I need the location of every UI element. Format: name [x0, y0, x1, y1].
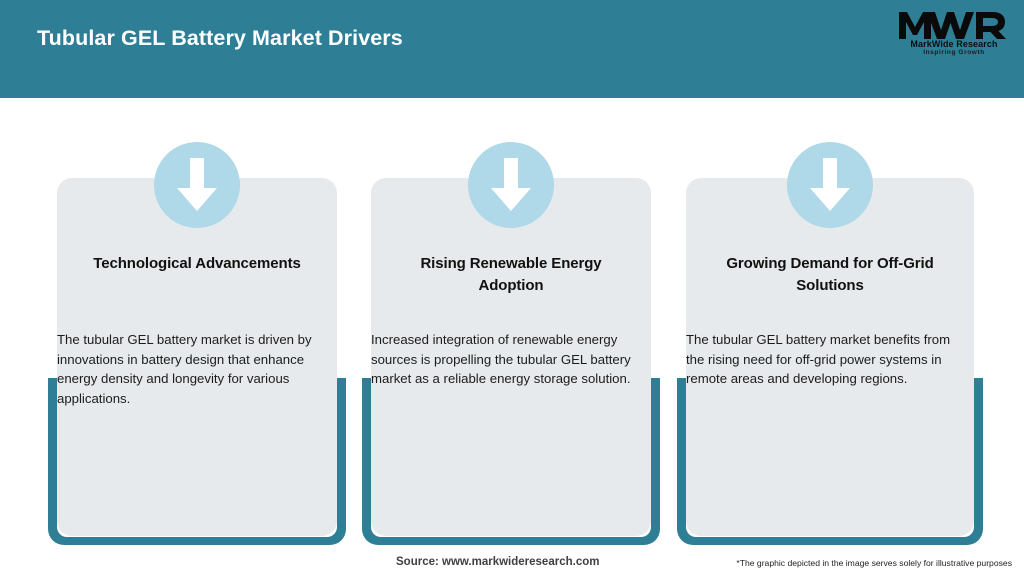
- driver-card-body-2: Increased integration of renewable energ…: [371, 332, 631, 387]
- logo-company-name: MarkWide Research: [910, 39, 998, 49]
- page-title: Tubular GEL Battery Market Drivers: [37, 26, 403, 50]
- driver-card-title-2: Rising Renewable Energy Adoption: [420, 255, 602, 294]
- driver-card-2[interactable]: [371, 178, 651, 536]
- arrow-down-icon-2: [468, 142, 554, 228]
- driver-card-body-1: The tubular GEL battery market is driven…: [57, 332, 312, 406]
- driver-card-3[interactable]: [686, 178, 974, 536]
- driver-card-1[interactable]: [57, 178, 337, 536]
- arrow-down-icon-3: [787, 142, 873, 228]
- footer-source: Source: www.markwideresearch.com: [396, 556, 600, 568]
- markwide-research-logo: MarkWide Research Inspiring Growth: [896, 8, 1012, 60]
- arrow-down-icon-1: [154, 142, 240, 228]
- driver-card-title-3: Growing Demand for Off-Grid Solutions: [726, 255, 934, 294]
- mwr-monogram-icon: [896, 8, 1012, 42]
- driver-card-body-3: The tubular GEL battery market benefits …: [686, 332, 951, 387]
- footer-disclaimer: *The graphic depicted in the image serve…: [736, 558, 1012, 568]
- driver-card-title-1: Technological Advancements: [93, 255, 301, 272]
- header-bar: Tubular GEL Battery Market Drivers MarkW…: [0, 0, 1024, 98]
- logo-tagline: Inspiring Growth: [923, 49, 985, 56]
